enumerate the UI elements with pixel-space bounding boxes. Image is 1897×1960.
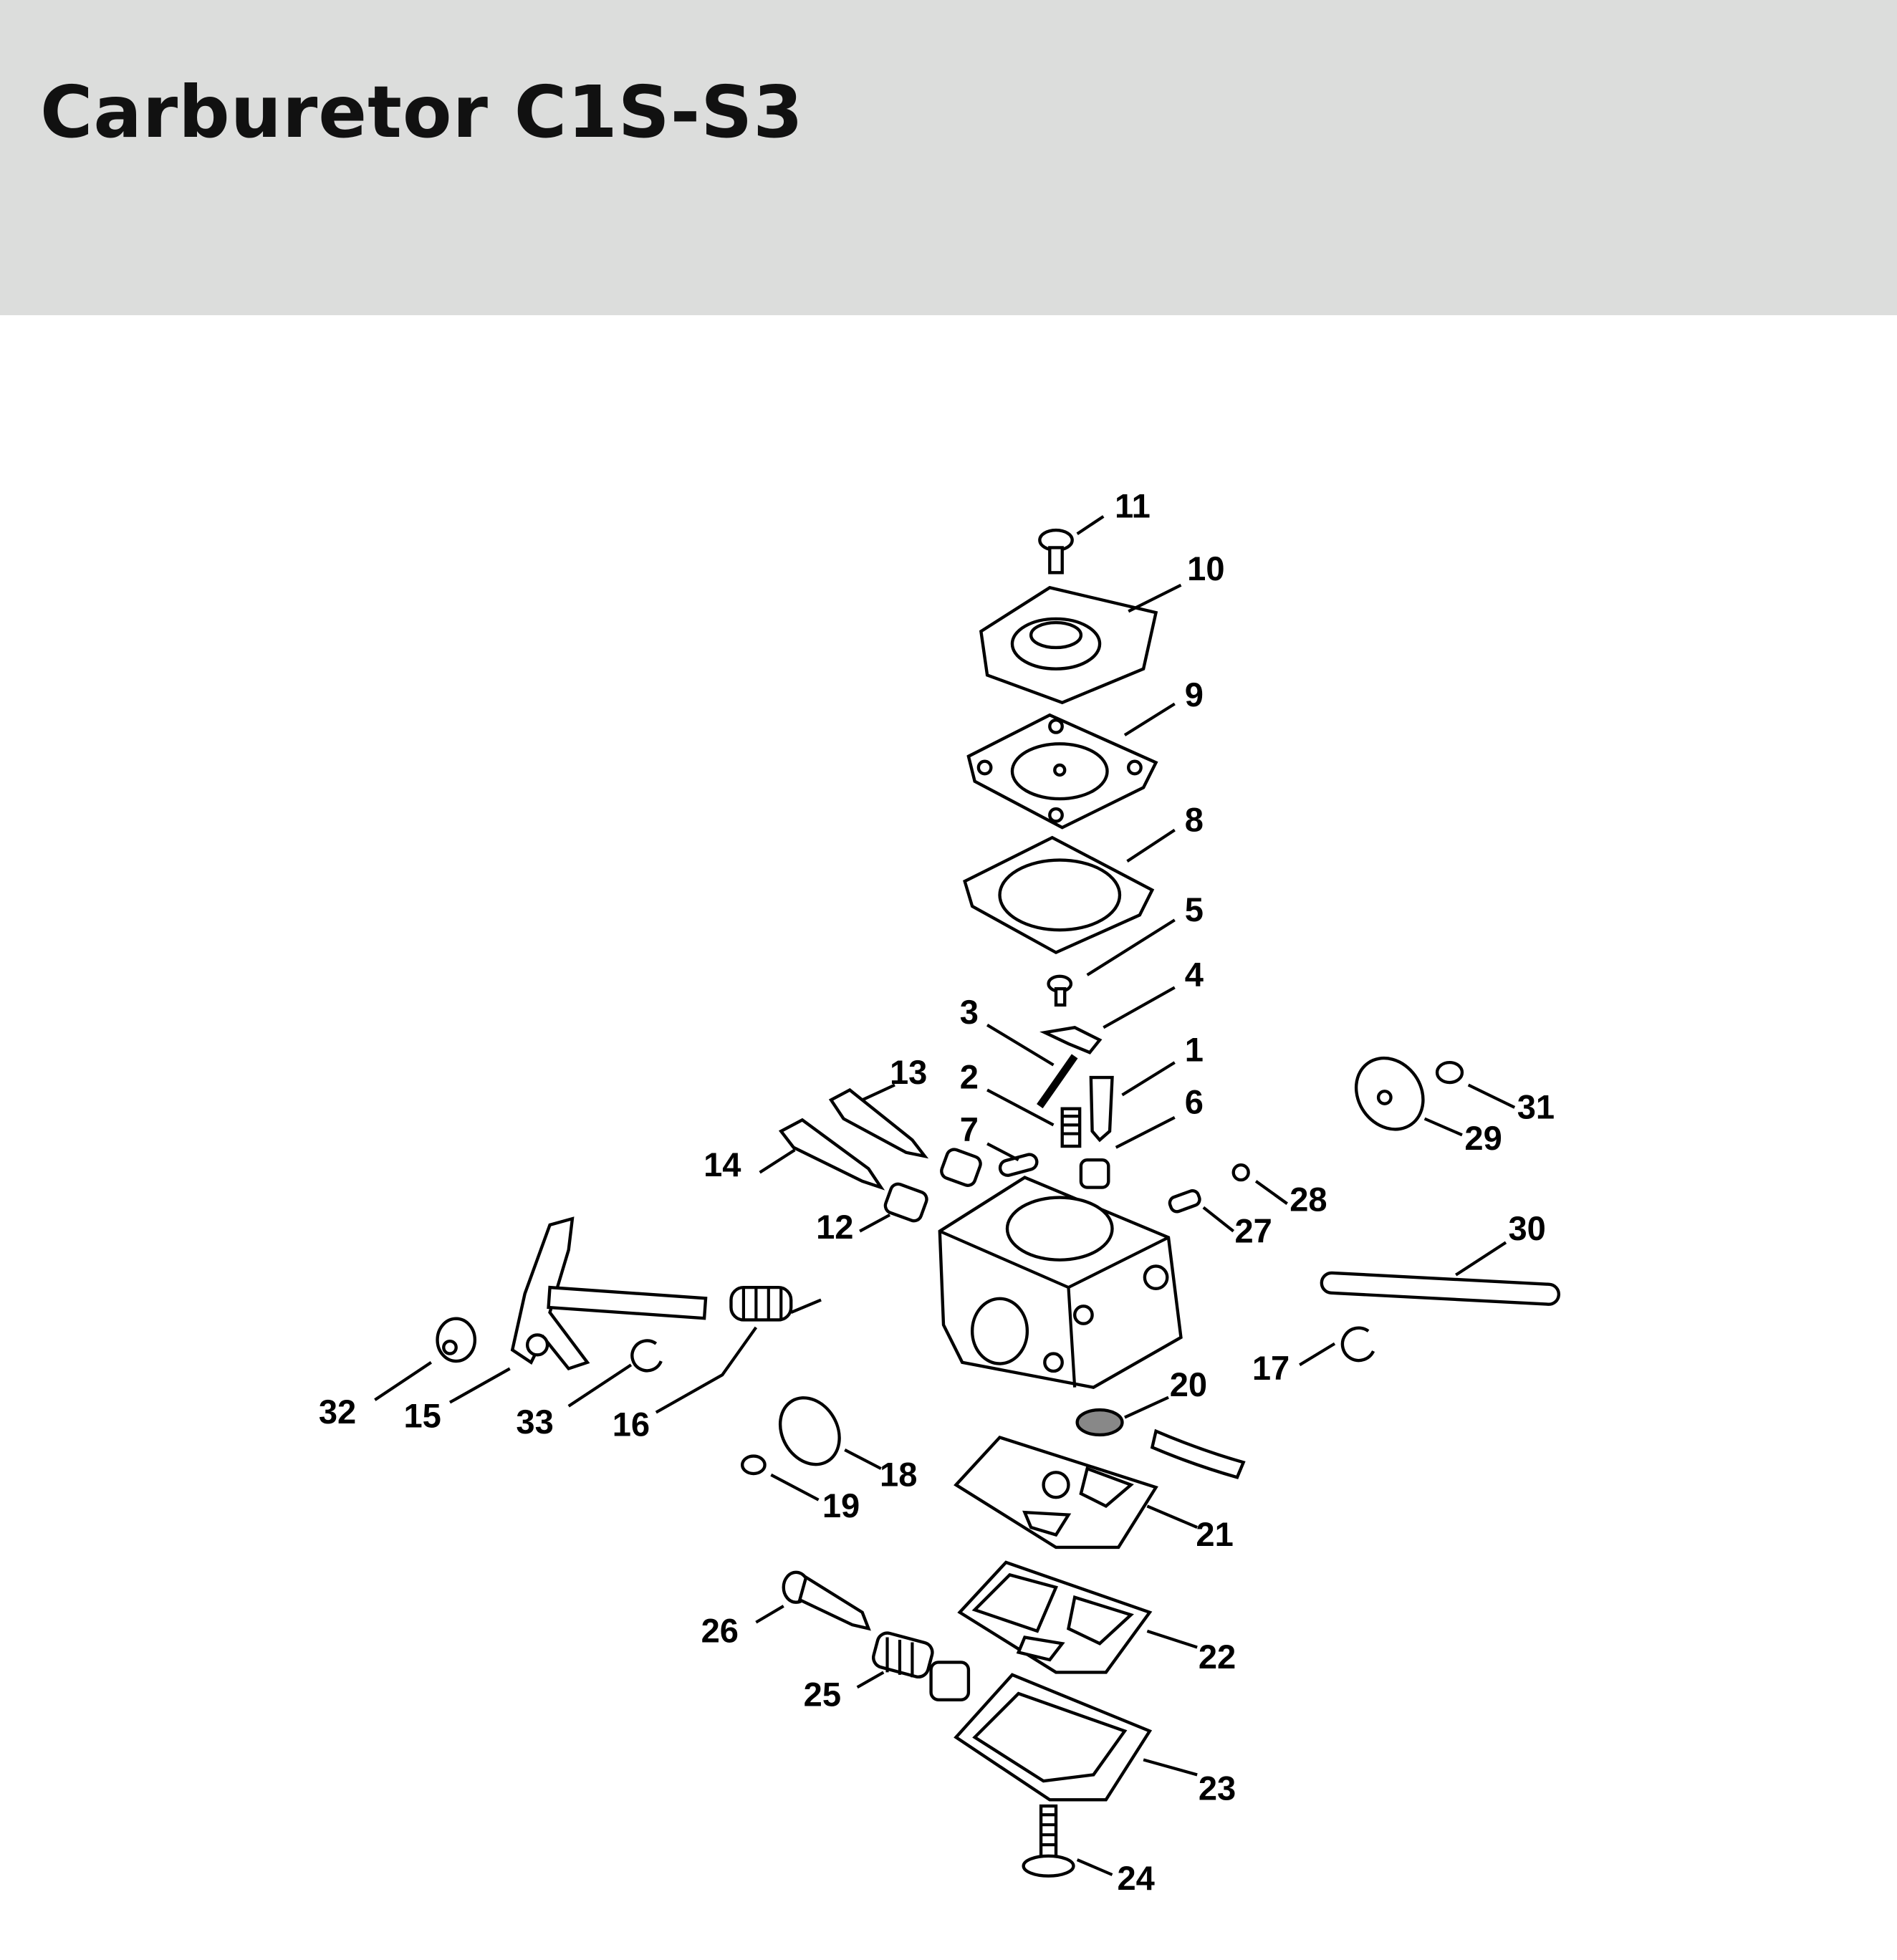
callout-12: 12: [816, 1208, 853, 1246]
part-24-screw: [1022, 1804, 1075, 1878]
page-title: Carburetor C1S-S3: [40, 70, 804, 154]
part-16-torsion-spring: [729, 1285, 822, 1322]
hose: [1150, 1428, 1246, 1479]
callout-7: 7: [960, 1110, 979, 1148]
callout-21: 21: [1196, 1515, 1233, 1553]
callout-13: 13: [890, 1053, 927, 1091]
carburetor-body: [938, 1176, 1183, 1389]
part-26-adjusting-screw: [782, 1570, 871, 1631]
callout-28: 28: [1290, 1181, 1327, 1219]
callout-6: 6: [1185, 1083, 1204, 1121]
callout-19: 19: [822, 1486, 860, 1524]
part-18-throttle-valve: [778, 1396, 841, 1466]
callout-14: 14: [703, 1145, 741, 1183]
part-7-seal: [998, 1153, 1039, 1177]
callout-labels: 11 10 9 8 5 4 3 1 2 13 6 7 14 12 28 27 3…: [319, 487, 1555, 1897]
part-29-choke-valve: [1354, 1056, 1425, 1131]
callout-27: 27: [1234, 1211, 1272, 1249]
callout-20: 20: [1170, 1365, 1207, 1403]
part-14-adjusting-screw: [778, 1118, 885, 1191]
part-22-gasket: [957, 1560, 1153, 1674]
part-13-adjusting-screw: [828, 1087, 929, 1159]
part-21-gasket: [954, 1435, 1158, 1550]
leader-lines: [374, 515, 1516, 1876]
callout-9: 9: [1185, 676, 1204, 714]
part-11-screw: [1038, 528, 1074, 575]
part-15-throttle-shaft: [510, 1216, 708, 1371]
part-20-strainer: [1075, 1408, 1124, 1437]
callout-1: 1: [1185, 1030, 1204, 1068]
callout-23: 23: [1199, 1769, 1236, 1807]
part-31-screw: [1435, 1060, 1464, 1085]
callout-32: 32: [319, 1393, 356, 1431]
callout-33: 33: [516, 1403, 553, 1441]
callout-18: 18: [880, 1455, 917, 1493]
part-25-spring: [872, 1631, 934, 1678]
part-17-e-clip: [1340, 1326, 1375, 1363]
callout-29: 29: [1464, 1119, 1502, 1157]
callout-11: 11: [1115, 487, 1151, 525]
part-2-spring: [1060, 1107, 1082, 1148]
part-33-e-clip: [630, 1339, 663, 1373]
callout-30: 30: [1508, 1209, 1545, 1247]
part-28-ball: [1231, 1163, 1250, 1182]
callout-22: 22: [1199, 1638, 1236, 1676]
part-27-spring: [1168, 1189, 1201, 1214]
part-9-diaphragm: [966, 713, 1158, 830]
part-1-inlet-needle: [1089, 1075, 1114, 1143]
callout-10: 10: [1187, 549, 1224, 587]
part-6-plug: [1079, 1158, 1110, 1189]
part-12-springs: [883, 1148, 982, 1223]
callout-15: 15: [403, 1396, 441, 1434]
part-19-screw: [740, 1454, 767, 1476]
part-30-choke-shaft: [1320, 1271, 1561, 1306]
callout-3: 3: [960, 993, 979, 1031]
callout-8: 8: [1185, 800, 1204, 838]
header-bar: Carburetor C1S-S3: [0, 0, 1897, 315]
part-10-pump-cover: [979, 585, 1158, 705]
callout-17: 17: [1252, 1349, 1290, 1387]
part-3-pin: [1037, 1054, 1078, 1109]
part-drawings: [436, 528, 1561, 1878]
callout-26: 26: [701, 1612, 739, 1650]
part-4-lever: [1039, 1026, 1103, 1055]
part-5-screw: [1047, 974, 1073, 1007]
callout-25: 25: [804, 1675, 841, 1713]
callout-2: 2: [960, 1058, 979, 1096]
part-8-gasket: [963, 835, 1155, 955]
callout-4: 4: [1185, 956, 1204, 994]
part-32-stop-collar: [436, 1317, 477, 1363]
callout-31: 31: [1517, 1088, 1555, 1126]
callout-5: 5: [1185, 890, 1204, 928]
callout-16: 16: [613, 1406, 650, 1443]
callout-24: 24: [1117, 1859, 1154, 1897]
part-23-fuel-pump-cover: [929, 1661, 1153, 1802]
